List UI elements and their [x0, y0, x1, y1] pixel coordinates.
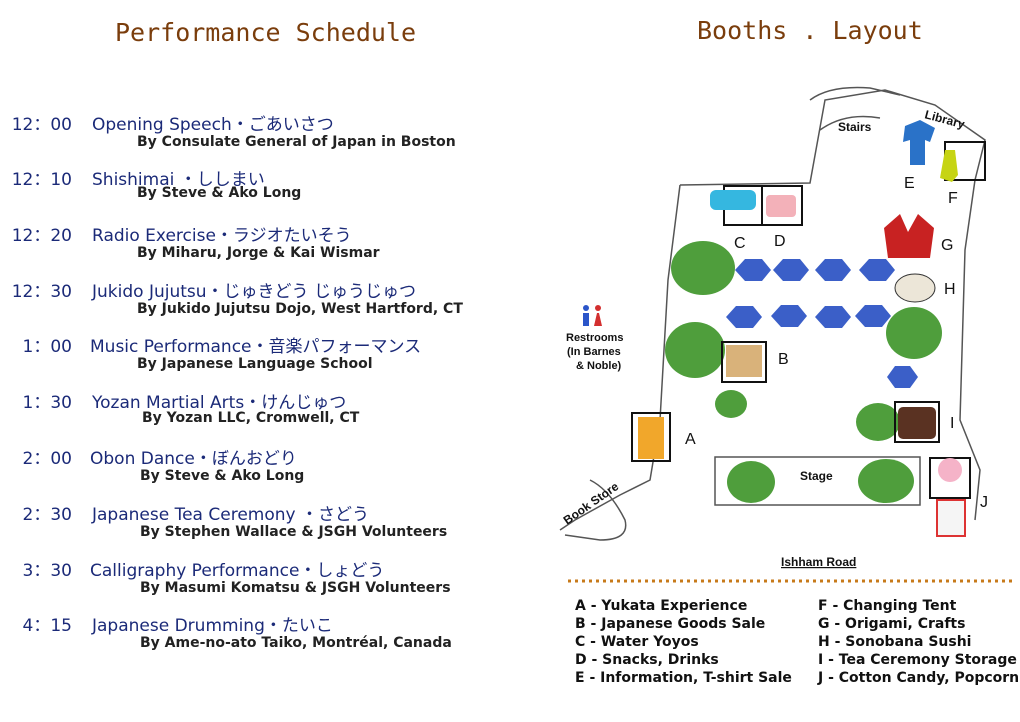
schedule-row: 12：20 Radio Exercise・ラジオたいそう By Miharu, …	[0, 221, 560, 271]
schedule-event: Music Performance・音楽パフォーマンス	[90, 337, 422, 357]
cake-icon	[766, 195, 796, 217]
booth-letter-a: A	[685, 431, 696, 448]
performance-schedule: 12：00 Opening Speech・ごあいさつ By Consulate …	[0, 110, 560, 661]
schedule-event: Obon Dance・ぼんおどり	[90, 449, 297, 469]
booth-letter-h: H	[944, 281, 956, 298]
schedule-time: 2：00	[22, 449, 72, 469]
schedule-row: 12：10 Shishimai ・ししまい By Steve & Ako Lon…	[0, 165, 560, 215]
schedule-time: 12：00	[11, 115, 72, 135]
schedule-performer: By Steve & Ako Long	[137, 185, 302, 201]
schedule-performer: By Consulate General of Japan in Boston	[137, 134, 456, 150]
schedule-performer: By Steve & Ako Long	[140, 468, 305, 484]
schedule-time: 3：30	[22, 561, 72, 581]
legend-item: G - Origami, Crafts	[818, 616, 966, 632]
schedule-row: 4：15 Japanese Drumming・たいこ By Ame-no-ato…	[0, 611, 560, 661]
popcorn-icon	[936, 499, 966, 537]
restrooms-sub-label: (In Barnes	[567, 346, 621, 358]
origami-crane-icon	[884, 214, 934, 258]
schedule-event: Jukido Jujutsu・じゅきどう じゅうじゅつ	[92, 282, 416, 302]
booth-letter-j: J	[980, 494, 988, 511]
schedule-performer: By Jukido Jujutsu Dojo, West Hartford, C…	[137, 301, 463, 317]
cotton-candy-icon	[938, 458, 962, 482]
booths-layout-title: Booths . Layout	[697, 16, 923, 45]
schedule-row: 3：30 Calligraphy Performance・しょどう By Mas…	[0, 556, 560, 606]
tea-bowl-icon	[898, 407, 936, 439]
schedule-time: 2：30	[22, 505, 72, 525]
schedule-time: 12：20	[11, 226, 72, 246]
schedule-performer: By Miharu, Jorge & Kai Wismar	[137, 245, 380, 261]
legend-item: E - Information, T-shirt Sale	[575, 670, 792, 686]
schedule-row: 2：00 Obon Dance・ぼんおどり By Steve & Ako Lon…	[0, 444, 560, 494]
schedule-row: 12：00 Opening Speech・ごあいさつ By Consulate …	[0, 110, 560, 160]
booth-letter-e: E	[904, 175, 915, 192]
stage-label: Stage	[800, 469, 833, 483]
restroom-icon	[583, 305, 602, 326]
schedule-event: Radio Exercise・ラジオたいそう	[92, 226, 352, 246]
legend-item: F - Changing Tent	[818, 598, 957, 614]
legend-item: C - Water Yoyos	[575, 634, 699, 650]
trees	[665, 241, 942, 503]
legend-item: J - Cotton Candy, Popcorn	[818, 670, 1020, 686]
legend-left: A - Yukata Experience B - Japanese Goods…	[575, 597, 792, 687]
booth-letter-g: G	[941, 237, 953, 254]
walkway-outline	[559, 86, 986, 541]
booth-letter-f: F	[948, 190, 958, 207]
schedule-event: Calligraphy Performance・しょどう	[90, 561, 385, 581]
yukata-icon	[638, 417, 664, 459]
legend-item: I - Tea Ceremony Storage	[818, 652, 1017, 668]
schedule-row: 1：30 Yozan Martial Arts・けんじゅつ By Yozan L…	[0, 388, 560, 438]
sushi-icon	[894, 273, 936, 303]
schedule-time: 12：30	[11, 282, 72, 302]
schedule-performer: By Yozan LLC, Cromwell, CT	[142, 410, 360, 426]
schedule-row: 1：00 Music Performance・音楽パフォーマンス By Japa…	[0, 332, 560, 382]
legend-item: H - Sonobana Sushi	[818, 634, 972, 650]
stairs-label: Stairs	[838, 120, 872, 134]
schedule-event: Shishimai ・ししまい	[92, 170, 265, 190]
legend-item: D - Snacks, Drinks	[575, 652, 719, 668]
sandals-icon	[726, 345, 762, 377]
schedule-time: 4：15	[22, 616, 72, 636]
schedule-performer: By Masumi Komatsu & JSGH Volunteers	[140, 580, 451, 596]
booth-letter-b: B	[778, 351, 789, 368]
schedule-performer: By Japanese Language School	[137, 356, 373, 372]
schedule-event: Opening Speech・ごあいさつ	[92, 115, 334, 135]
schedule-event: Yozan Martial Arts・けんじゅつ	[92, 393, 347, 413]
t-shirt-icon	[903, 120, 935, 165]
legend-item: B - Japanese Goods Sale	[575, 616, 766, 632]
schedule-time: 12：10	[11, 170, 72, 190]
restrooms-sub-label-2: & Noble)	[576, 360, 622, 372]
schedule-event: Japanese Tea Ceremony ・さどう	[92, 505, 369, 525]
schedule-event: Japanese Drumming・たいこ	[92, 616, 333, 636]
booth-map: Stairs Library Restrooms (In Barnes & No…	[559, 86, 1012, 583]
schedule-performer: By Ame-no-ato Taiko, Montréal, Canada	[140, 635, 452, 651]
restrooms-label: Restrooms	[566, 332, 623, 344]
legend-right: F - Changing Tent G - Origami, Crafts H …	[818, 597, 1019, 687]
schedule-title: Performance Schedule	[115, 18, 417, 47]
socks-icon	[940, 150, 958, 182]
schedule-performer: By Stephen Wallace & JSGH Volunteers	[140, 524, 448, 540]
stage-outline	[714, 456, 921, 506]
schedule-time: 1：00	[22, 337, 72, 357]
road-label: Ishham Road	[781, 555, 856, 569]
booth-letter-d: D	[774, 233, 786, 250]
schedule-time: 1：30	[22, 393, 72, 413]
book-store-label: Book Store	[561, 479, 622, 527]
schedule-row: 12：30 Jukido Jujutsu・じゅきどう じゅうじゅつ By Juk…	[0, 277, 560, 327]
legend-item: A - Yukata Experience	[575, 598, 748, 614]
booth-letter-c: C	[734, 235, 746, 252]
schedule-row: 2：30 Japanese Tea Ceremony ・さどう By Steph…	[0, 500, 560, 550]
seating-hexagons	[726, 259, 918, 388]
booth-letter-i: I	[950, 415, 954, 432]
water-yoyo-icon	[710, 190, 756, 210]
